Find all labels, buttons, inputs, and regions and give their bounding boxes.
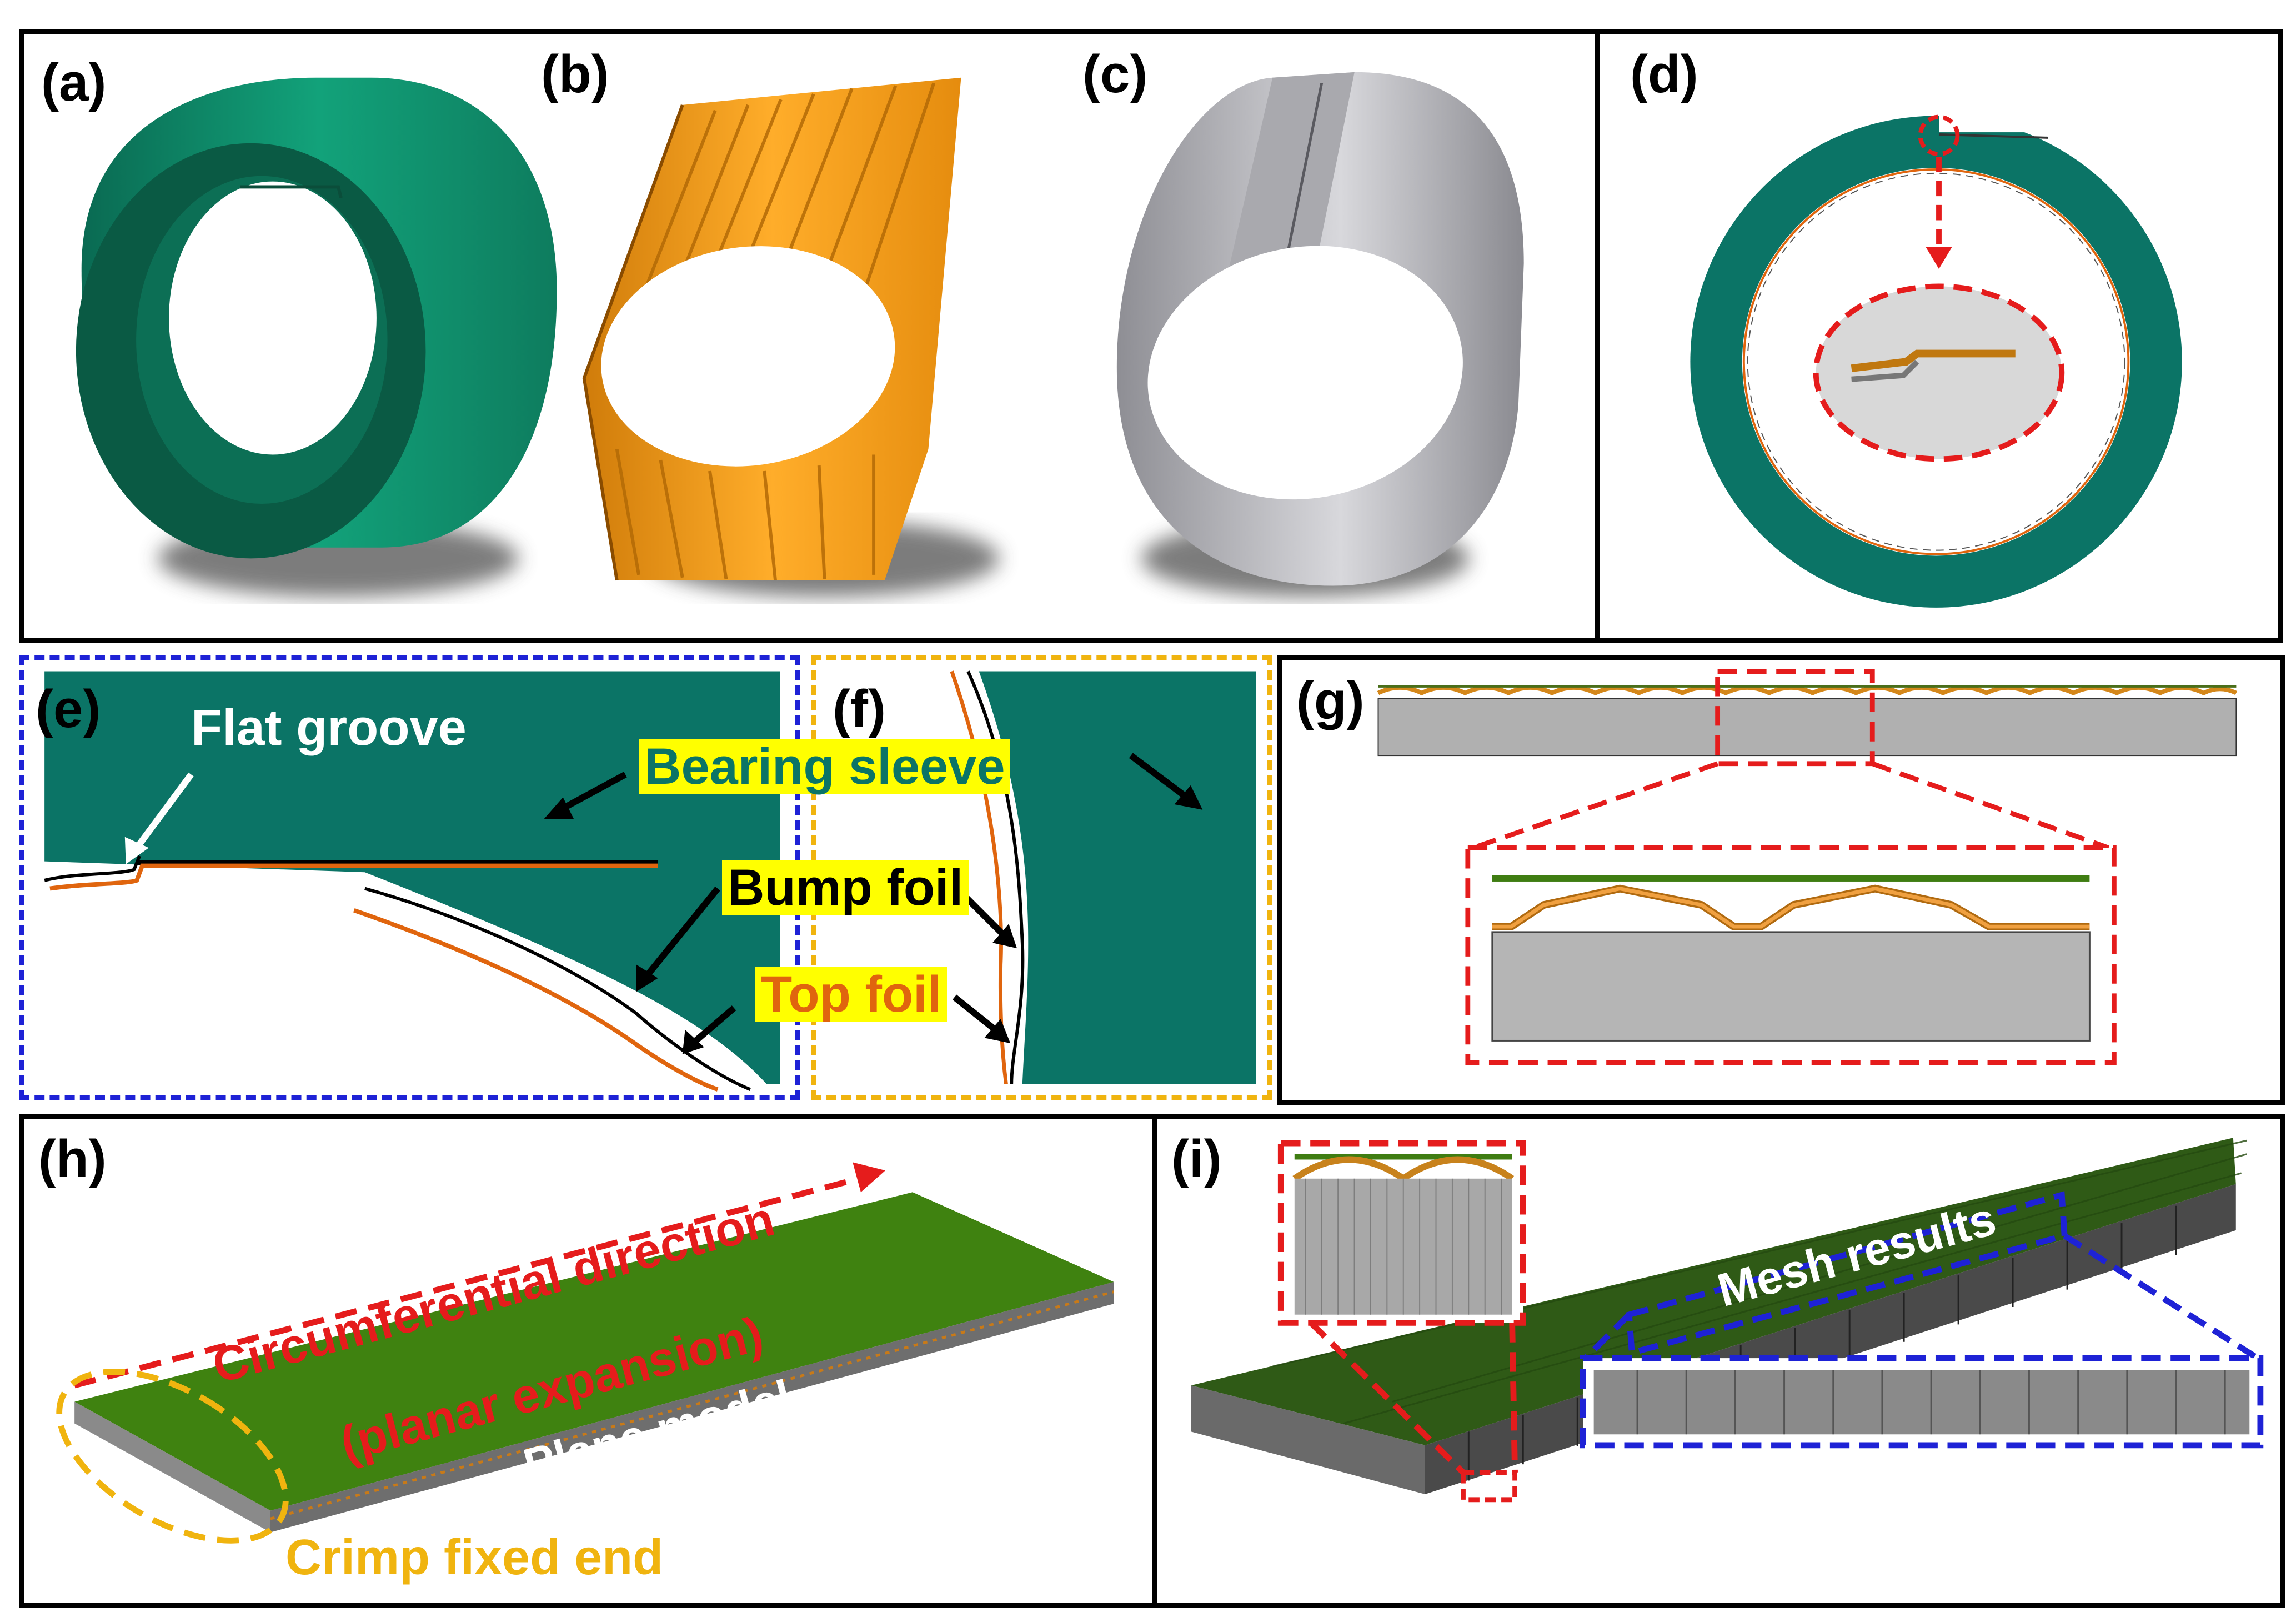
label-bearing-sleeve: Bearing sleeve: [639, 739, 1011, 794]
e-figure: [44, 671, 780, 1092]
panel-g: (g): [1277, 655, 2285, 1105]
panel-label-e: (e): [36, 679, 101, 739]
f-figure: [950, 670, 1256, 1084]
crimp-ellipse: [56, 1369, 289, 1544]
label-bump-foil: Bump foil: [722, 860, 969, 915]
panel-label-f: (f): [833, 679, 886, 739]
g-figure: [1377, 669, 2238, 1065]
label-top-foil: Top foil: [755, 967, 948, 1022]
panel-i: (i) Mesh results: [1152, 1114, 2285, 1608]
i-figure: [1191, 1138, 2264, 1503]
panel-label-i: (i): [1171, 1129, 1222, 1189]
panel-abc: (a) (b) (c): [19, 29, 1600, 643]
detail-circle: [1918, 114, 1960, 157]
detail-ellipse: [1813, 283, 2065, 462]
top-foil-cylinder: [1116, 72, 1524, 586]
h-figure: [56, 1162, 1115, 1544]
panel-d: (d): [1595, 29, 2283, 643]
abc-figure: [76, 72, 1524, 597]
bump-foil-cylinder: [582, 77, 961, 581]
label-flat-groove: Flat groove: [191, 699, 467, 756]
panel-label-a: (a): [41, 53, 107, 112]
panel-label-g: (g): [1296, 671, 1365, 730]
panel-e: (e) Flat groove: [19, 655, 800, 1100]
sleeve-cylinder: [76, 77, 557, 559]
panel-label-c: (c): [1082, 44, 1148, 104]
d-figure: [1690, 110, 2182, 608]
panel-label-h: (h): [38, 1129, 107, 1189]
panel-h: (h) Circumferential direction (planar ex…: [19, 1114, 1161, 1608]
panel-label-b: (b): [541, 44, 609, 104]
label-crimp-fixed-end: Crimp fixed end: [285, 1530, 664, 1585]
g-zoom-box: [1715, 669, 1875, 767]
panel-label-d: (d): [1630, 44, 1698, 104]
